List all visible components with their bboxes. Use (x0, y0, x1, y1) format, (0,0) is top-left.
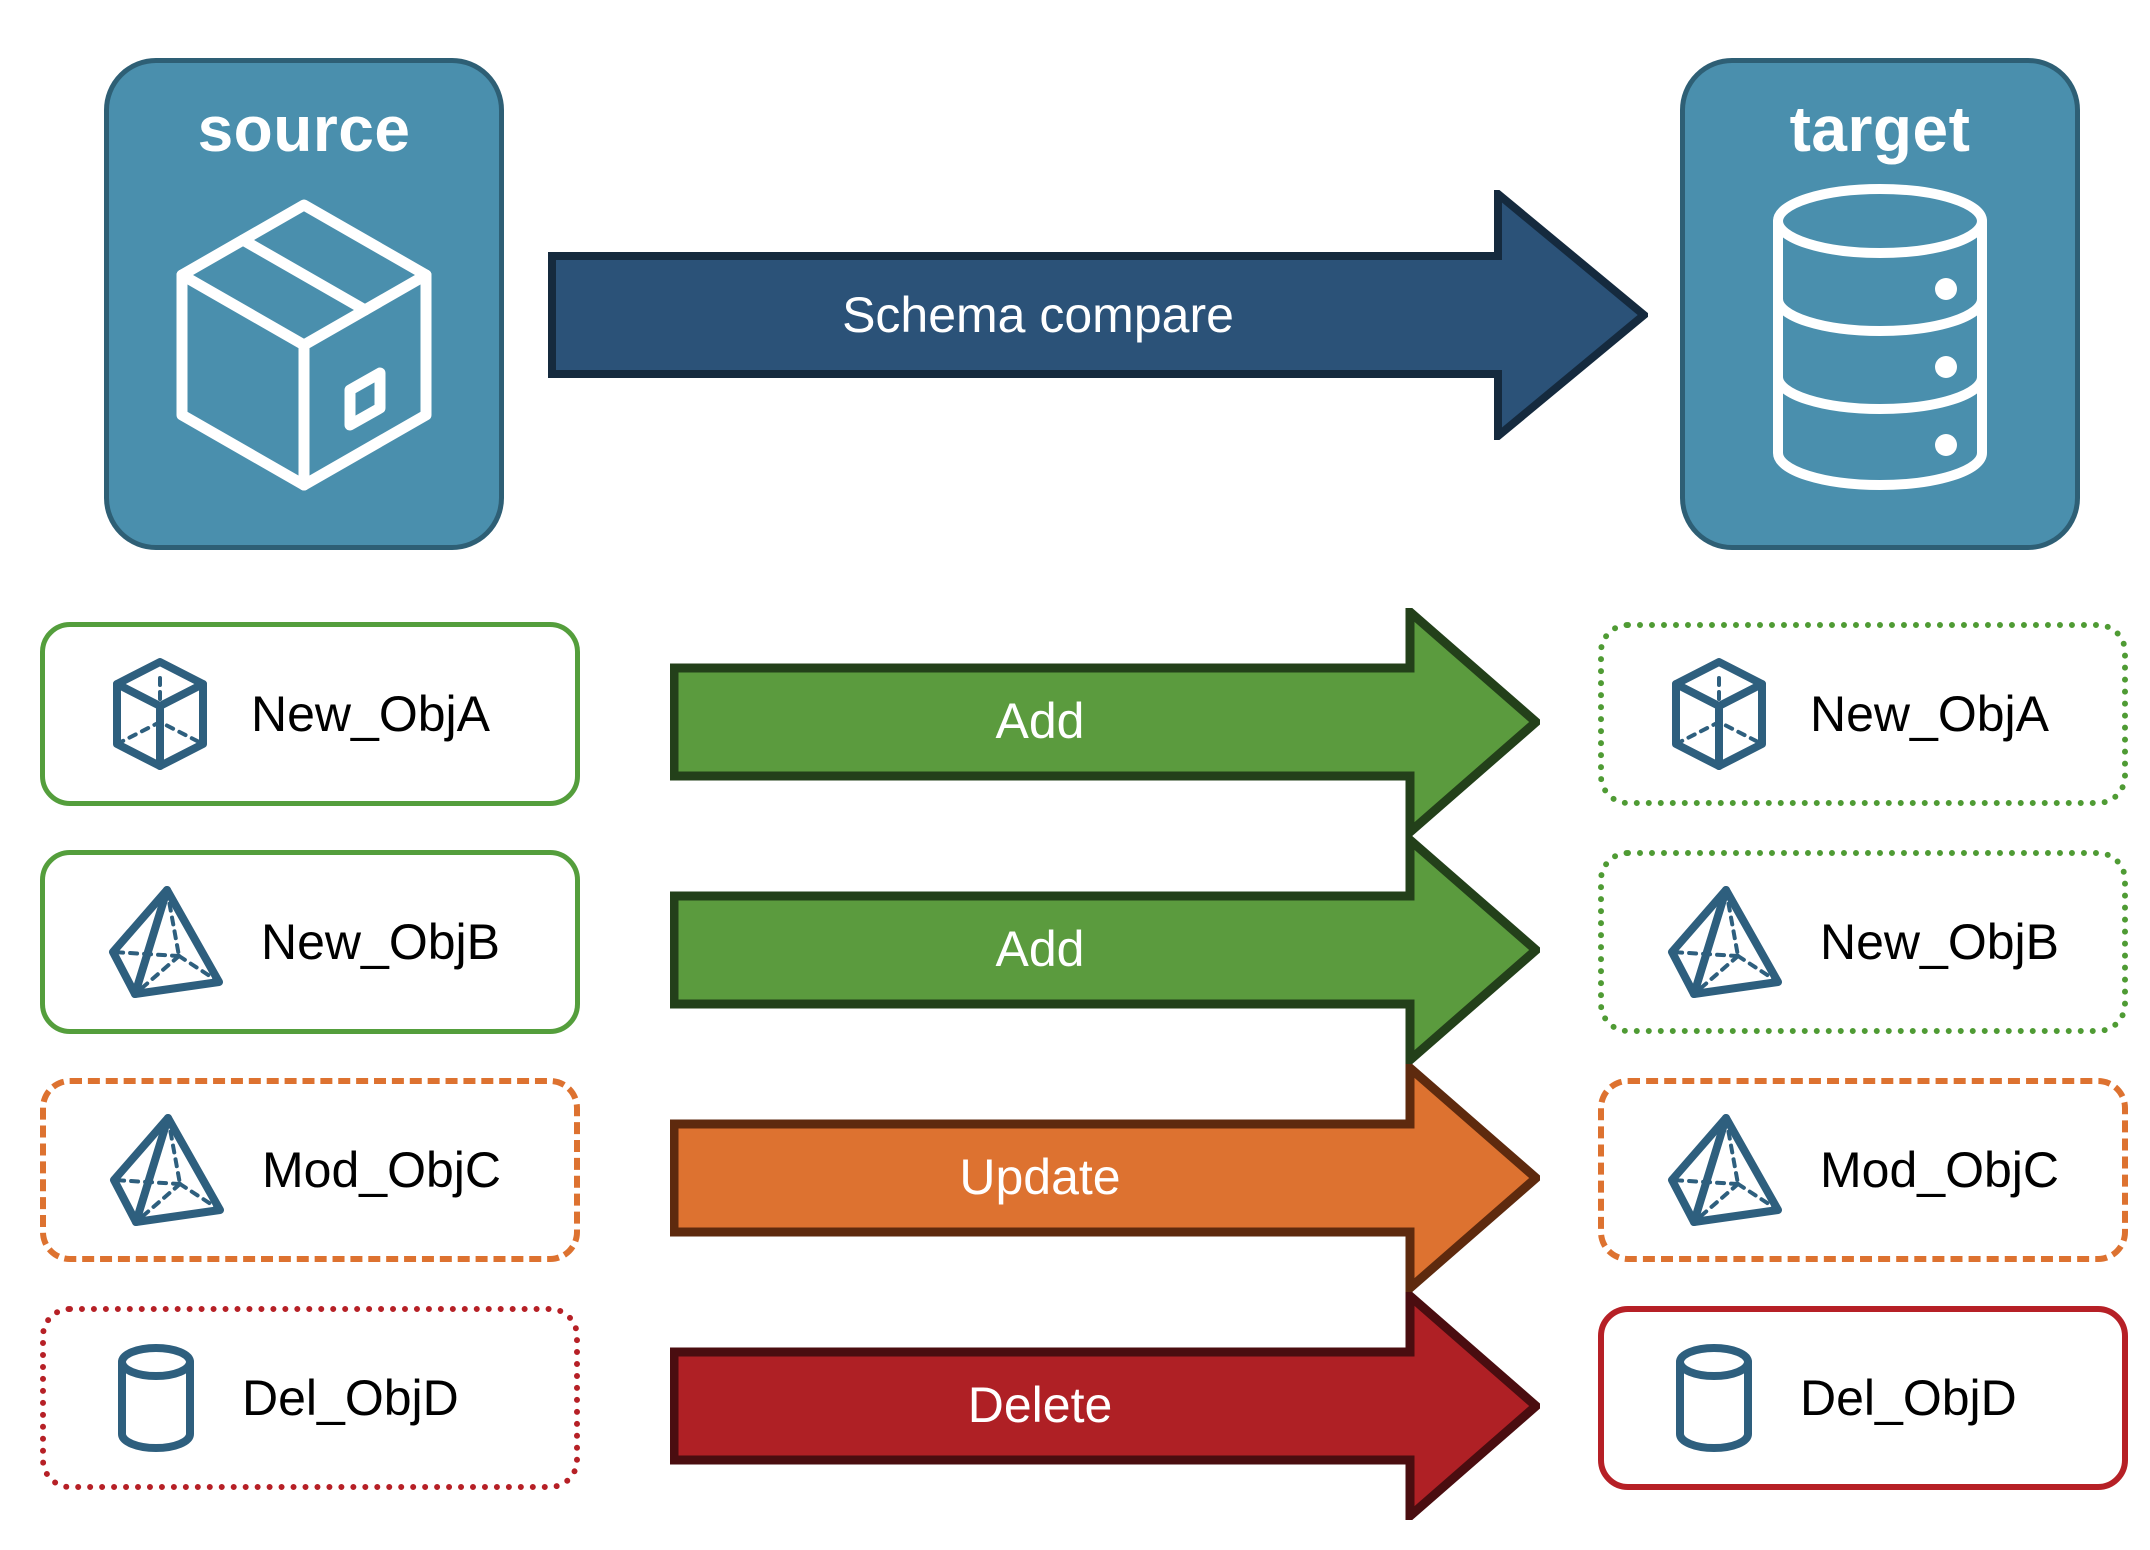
schema-compare-arrow (548, 185, 1651, 445)
wireframe-pyramid-icon (1664, 882, 1784, 1002)
update-arrow-row-2 (669, 1058, 1543, 1298)
source-endpoint-card: source (104, 58, 504, 550)
source-object-label: New_ObjA (251, 686, 490, 742)
wireframe-cube-icon (105, 654, 215, 774)
package-box-icon (154, 177, 454, 502)
action-label-row-3: Delete (967, 1377, 1113, 1433)
target-object-label: Del_ObjD (1800, 1370, 2017, 1426)
wireframe-cube-icon (1664, 654, 1774, 774)
target-object-label: Mod_ObjC (1820, 1142, 2059, 1198)
database-cylinder-icon (1750, 177, 2010, 502)
source-object-label: New_ObjB (261, 914, 500, 970)
target-object-card-del-objd[interactable]: Del_ObjD (1598, 1306, 2128, 1490)
target-object-label: New_ObjA (1810, 686, 2049, 742)
wireframe-pyramid-icon (1664, 1110, 1784, 1230)
source-object-label: Del_ObjD (242, 1370, 459, 1426)
source-object-card-new-obja[interactable]: New_ObjA (40, 622, 580, 806)
source-object-label: Mod_ObjC (262, 1142, 501, 1198)
wireframe-pyramid-icon (105, 882, 225, 1002)
target-object-label: New_ObjB (1820, 914, 2059, 970)
target-endpoint-card: target (1680, 58, 2080, 550)
source-object-card-del-objd[interactable]: Del_ObjD (40, 1306, 580, 1490)
add-arrow-row-1 (669, 830, 1543, 1070)
action-label-row-2: Update (959, 1149, 1121, 1205)
delete-arrow-row-3 (669, 1286, 1543, 1526)
target-title: target (1789, 93, 1971, 165)
target-object-card-new-objb[interactable]: New_ObjB (1598, 850, 2128, 1034)
add-arrow-row-0 (669, 602, 1543, 842)
target-object-card-mod-objc[interactable]: Mod_ObjC (1598, 1078, 2128, 1262)
action-label-row-1: Add (995, 921, 1085, 977)
source-title: source (197, 93, 411, 165)
wireframe-cylinder-icon (106, 1338, 206, 1458)
source-object-card-mod-objc[interactable]: Mod_ObjC (40, 1078, 580, 1262)
target-object-card-new-obja[interactable]: New_ObjA (1598, 622, 2128, 806)
source-object-card-new-objb[interactable]: New_ObjB (40, 850, 580, 1034)
wireframe-pyramid-icon (106, 1110, 226, 1230)
wireframe-cylinder-icon (1664, 1338, 1764, 1458)
action-label-row-0: Add (995, 693, 1085, 749)
